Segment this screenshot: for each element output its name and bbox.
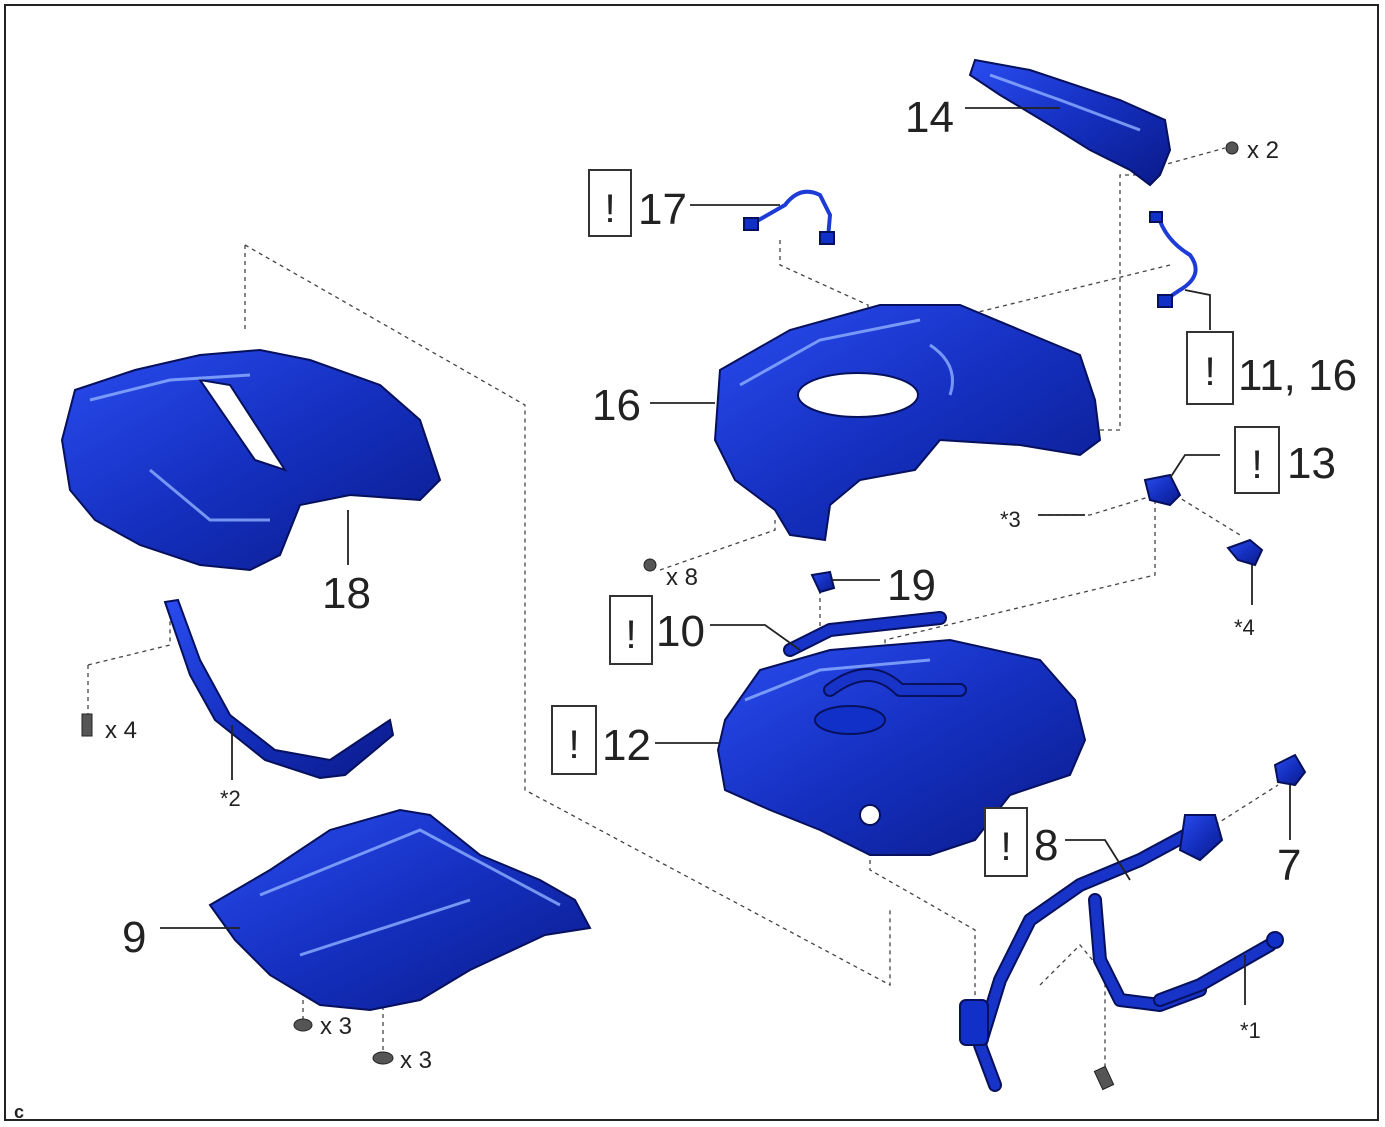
diagram-frame xyxy=(4,4,1379,1121)
note-3: *3 xyxy=(1000,507,1021,532)
part-2-strap xyxy=(163,598,395,780)
bolt-icon xyxy=(81,713,93,737)
warning-symbol: ! xyxy=(1251,443,1262,487)
part-4-clamp xyxy=(1226,538,1264,567)
note-4: *4 xyxy=(1234,615,1255,640)
part-12-fuel-tank xyxy=(716,638,1087,856)
label-19: 19 xyxy=(887,561,936,610)
note-2: *2 xyxy=(220,786,241,811)
label-10: 10 xyxy=(656,607,705,656)
part-16-protector xyxy=(713,304,1102,542)
part-14-protector xyxy=(968,58,1172,187)
label-14: 14 xyxy=(905,93,954,142)
qty-clip-16: x 8 xyxy=(666,564,698,591)
part-19-clamp xyxy=(810,570,836,594)
warning-symbol: ! xyxy=(625,613,636,657)
note-1: *1 xyxy=(1240,1018,1261,1043)
label-13: 13 xyxy=(1287,439,1336,488)
clip-icon xyxy=(643,558,657,572)
warning-symbol: ! xyxy=(1204,350,1215,394)
label-8: 8 xyxy=(1034,821,1058,870)
part-9-cover xyxy=(208,808,592,1012)
label-11-16: 11, 16 xyxy=(1238,351,1357,400)
warning-symbol: ! xyxy=(568,723,579,767)
warning-symbol: ! xyxy=(1000,825,1011,869)
label-12: 12 xyxy=(602,721,651,770)
label-9: 9 xyxy=(122,913,146,962)
qty-clip-9: x 3 xyxy=(400,1047,432,1074)
warning-box-12: ! xyxy=(551,705,597,775)
part-17-wire xyxy=(743,189,835,245)
clip-icon xyxy=(372,1051,394,1065)
part-18-protector xyxy=(60,348,442,572)
corner-mark: c xyxy=(14,1102,24,1122)
label-17: 17 xyxy=(638,185,687,234)
qty-nut-14: x 2 xyxy=(1247,137,1279,164)
part-13-bracket xyxy=(1143,473,1182,507)
qty-bolt-strap: x 4 xyxy=(105,717,137,744)
label-16: 16 xyxy=(592,381,641,430)
label-7: 7 xyxy=(1277,841,1301,890)
warning-box-11-16: ! xyxy=(1186,331,1234,405)
warning-box-10: ! xyxy=(609,595,653,665)
warning-symbol: ! xyxy=(604,187,615,231)
bolt-icon xyxy=(1093,1065,1115,1091)
warning-box-17: ! xyxy=(588,169,632,237)
nut-icon xyxy=(293,1018,313,1032)
warning-box-13: ! xyxy=(1234,426,1280,494)
warning-box-8: ! xyxy=(984,807,1028,877)
part-11-wire xyxy=(1149,211,1198,308)
label-18: 18 xyxy=(322,569,371,618)
part-1-breather-tube xyxy=(1153,931,1284,1007)
part-10-tube xyxy=(783,611,947,657)
part-7-cap xyxy=(1273,753,1307,787)
nut-icon xyxy=(1225,141,1239,155)
qty-nut-9: x 3 xyxy=(320,1013,352,1040)
